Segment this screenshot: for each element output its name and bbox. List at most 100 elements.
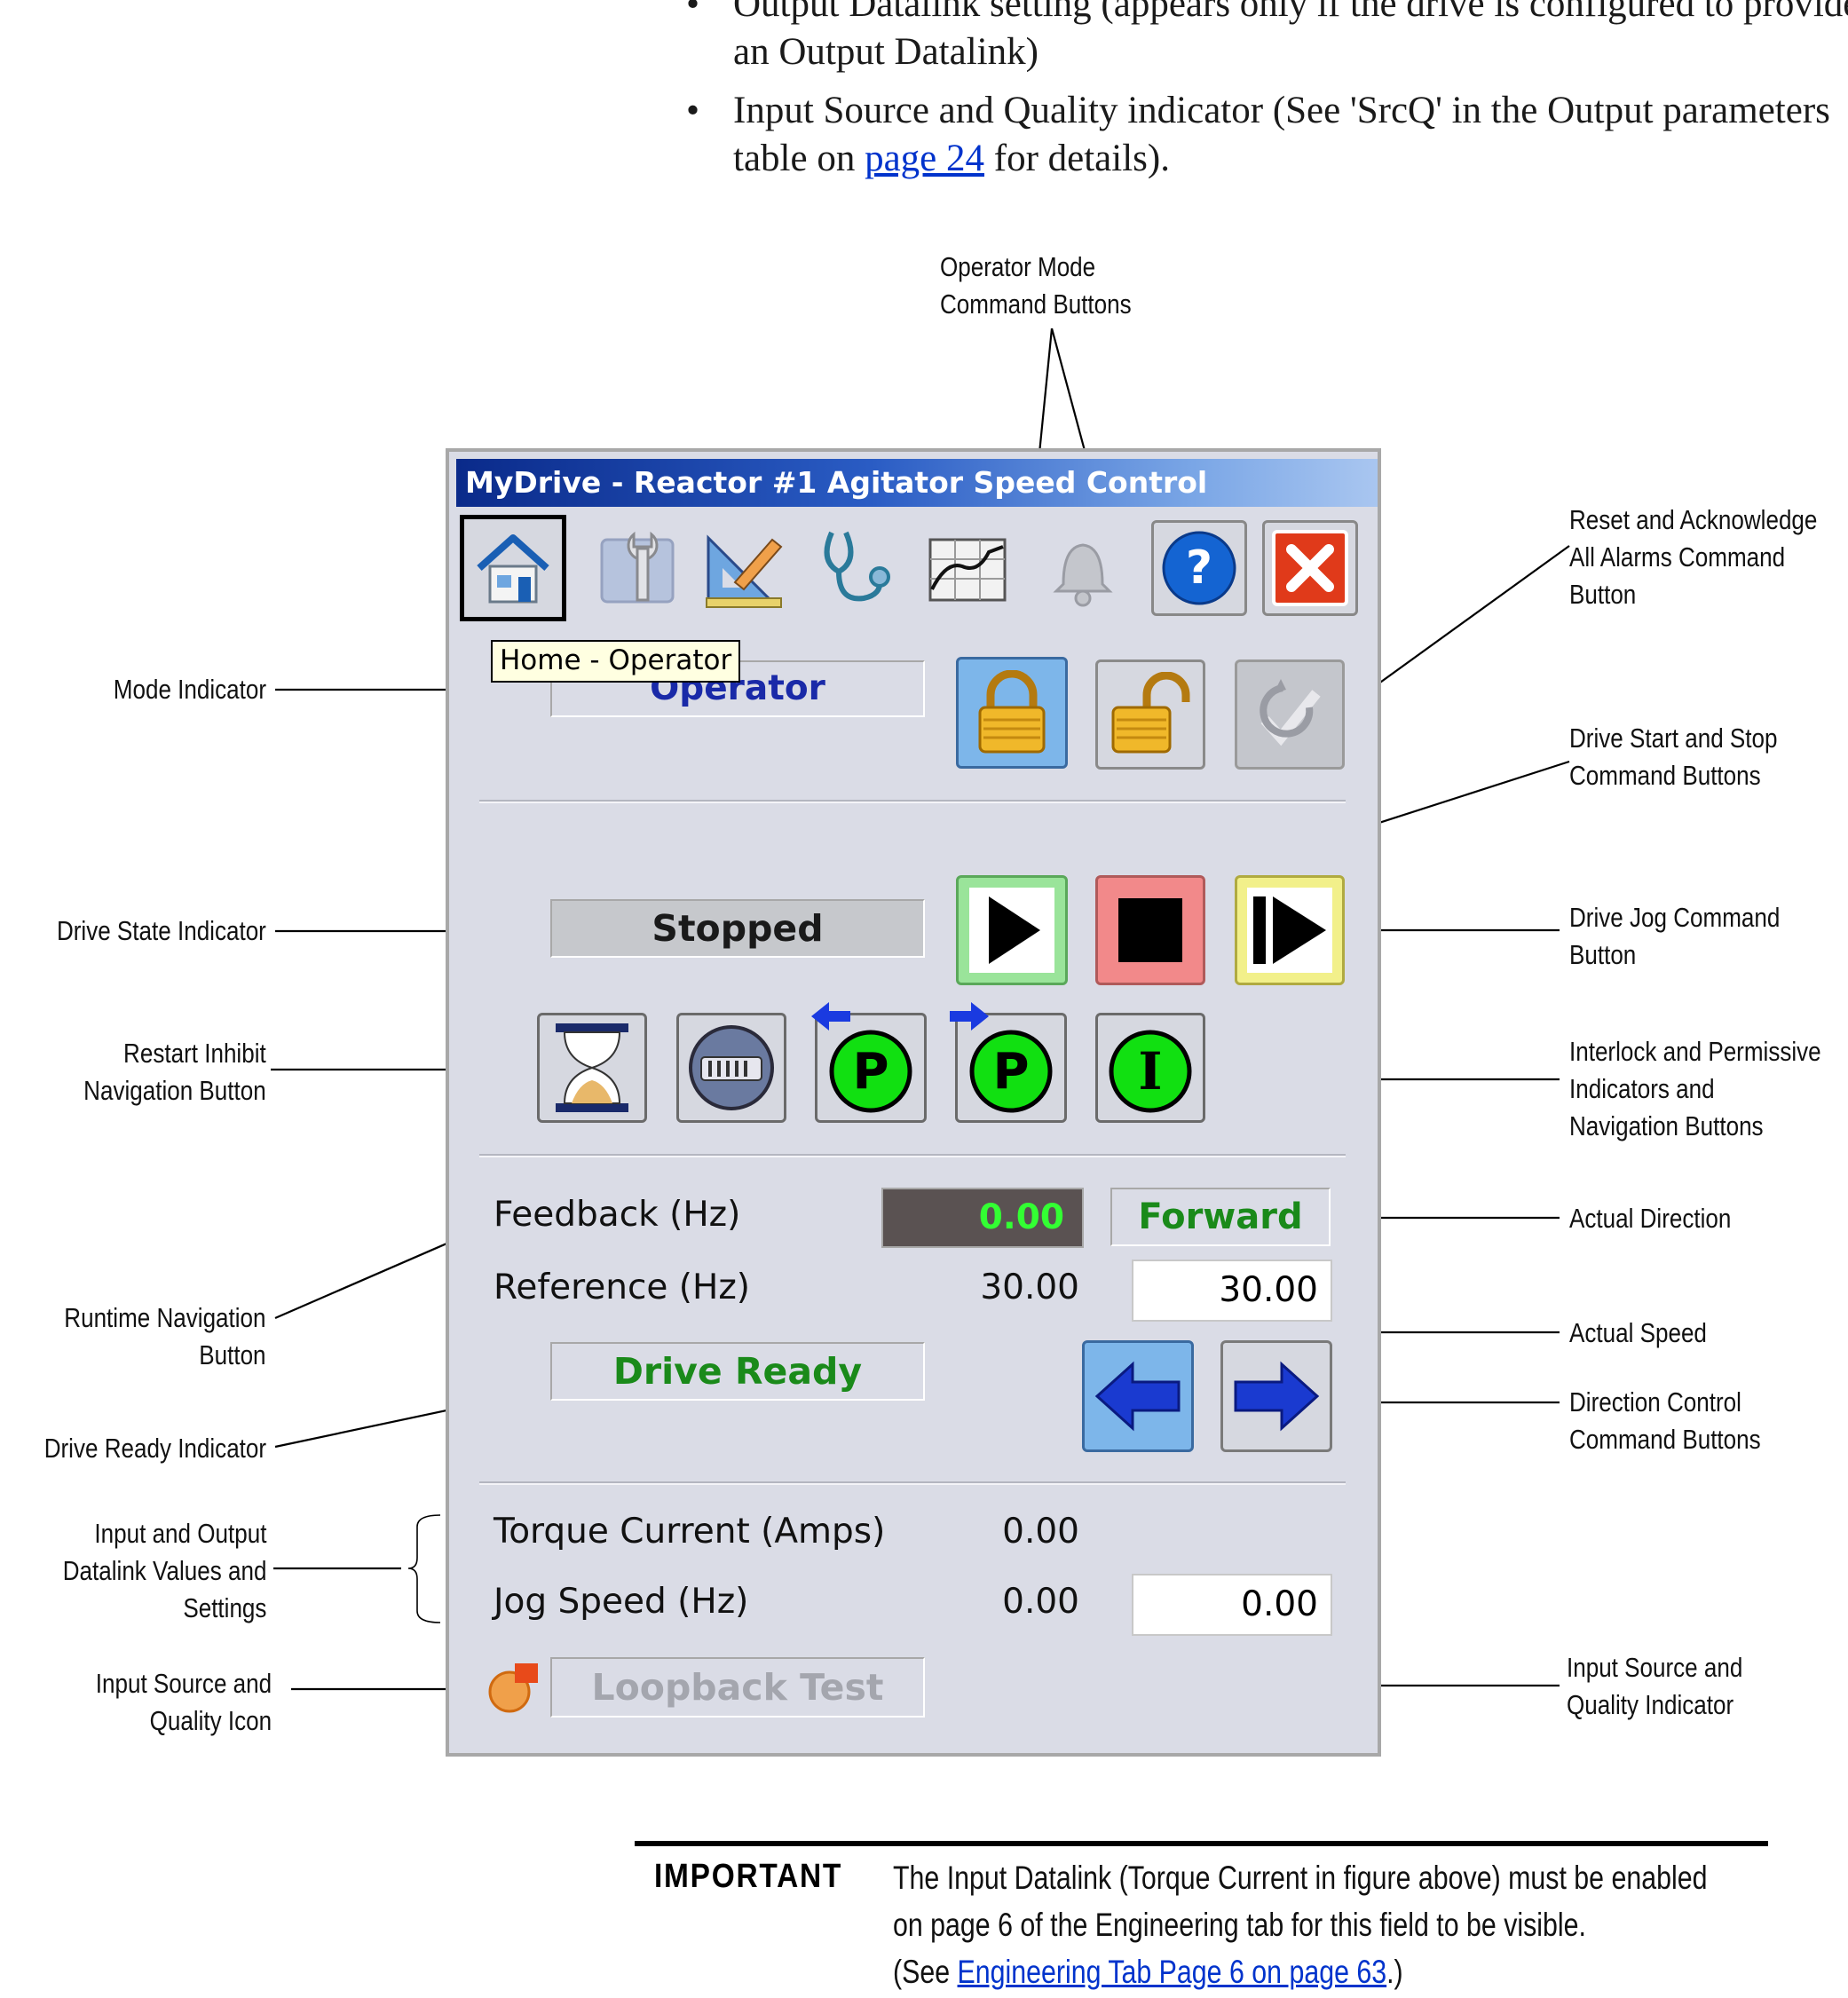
engineering-icon	[706, 534, 783, 608]
tab-help[interactable]: ?	[1146, 515, 1252, 621]
arrow-left-icon	[1094, 1361, 1181, 1432]
svg-text:?: ?	[1186, 541, 1212, 595]
trends-icon	[928, 538, 1007, 602]
maintenance-icon	[600, 531, 675, 604]
operator-unlock-button[interactable]	[1095, 659, 1205, 770]
permissive-forward-button[interactable]: P	[955, 1013, 1067, 1123]
alarms-icon	[1053, 543, 1113, 607]
callout-drive-state: Drive State Indicator	[57, 915, 266, 946]
stop-icon	[1118, 898, 1182, 962]
direction-indicator: Forward	[1110, 1188, 1331, 1246]
bullet-dot: •	[686, 0, 700, 25]
direction-forward-button[interactable]	[1220, 1340, 1332, 1452]
callout-actual-speed: Actual Speed	[1569, 1317, 1707, 1348]
callout-mode-indicator: Mode Indicator	[113, 674, 266, 705]
bullet-item: • Input Source and Quality indicator (Se…	[686, 87, 1840, 183]
faceplate-title: MyDrive - Reactor #1 Agitator Speed Cont…	[456, 459, 1378, 507]
tab-trends[interactable]	[914, 515, 1021, 621]
tab-maintenance[interactable]	[584, 515, 691, 621]
permissive-reverse-button[interactable]: P	[815, 1013, 927, 1123]
bullet-text-cont: an Output Datalink)	[733, 31, 1039, 73]
home-tooltip: Home - Operator	[491, 640, 741, 683]
arrow-right-icon	[1234, 1361, 1320, 1432]
tab-engineering[interactable]	[691, 515, 797, 621]
important-body: The Input Datalink (Torque Current in fi…	[893, 1854, 1766, 1995]
feedback-label: Feedback (Hz)	[494, 1195, 741, 1235]
tab-alarms[interactable]	[1030, 515, 1136, 621]
runtime-icon	[689, 1025, 774, 1110]
drive-stop-button[interactable]	[1095, 875, 1205, 985]
home-icon	[477, 534, 549, 604]
reference-value: 30.00	[980, 1268, 1079, 1307]
arrow-right-small-icon	[950, 1002, 989, 1031]
runtime-nav-button[interactable]	[676, 1013, 786, 1123]
callout-actual-direction: Actual Direction	[1569, 1203, 1732, 1234]
engineering-tab-link[interactable]: Engineering Tab Page 6 on page 63	[957, 1954, 1387, 1990]
jog-speed-value: 0.00	[1002, 1582, 1079, 1622]
close-icon	[1272, 530, 1348, 606]
tab-close[interactable]	[1257, 515, 1363, 621]
tab-diagnostics[interactable]	[803, 515, 910, 621]
unlock-icon	[1111, 672, 1190, 754]
diagnostics-icon	[824, 531, 890, 602]
permissive-icon: P	[829, 1030, 912, 1113]
important-line: The Input Datalink (Torque Current in fi…	[893, 1860, 1708, 1896]
bullet-text: Output Datalink setting (appears only if…	[733, 0, 1848, 25]
operator-lock-button[interactable]	[956, 657, 1068, 769]
important-rule	[635, 1841, 1768, 1846]
reference-entry[interactable]: 30.00	[1132, 1260, 1332, 1322]
tab-home[interactable]	[460, 515, 566, 621]
torque-current-value: 0.00	[1002, 1512, 1079, 1552]
reference-label: Reference (Hz)	[494, 1268, 751, 1307]
arrow-left-small-icon	[811, 1002, 850, 1031]
drive-jog-button[interactable]	[1235, 875, 1345, 985]
jog-icon	[1253, 896, 1326, 964]
important-line: (See Engineering Tab Page 6 on page 63.)	[893, 1954, 1403, 1990]
bullet-item: • Output Datalink setting (appears only …	[686, 0, 1848, 76]
important-line: on page 6 of the Engineering tab for thi…	[893, 1907, 1586, 1943]
divider	[479, 1154, 1346, 1157]
bullet-text: Input Source and Quality indicator (See …	[733, 90, 1830, 131]
hourglass-icon	[556, 1023, 628, 1112]
bullet-dot: •	[686, 90, 700, 131]
divider	[479, 800, 1346, 803]
drive-state-indicator: Stopped	[550, 899, 925, 958]
divider	[479, 1481, 1346, 1485]
bullet-text-cont: table on page 24 for details).	[733, 138, 1170, 179]
reset-ack-alarms-button[interactable]	[1235, 659, 1345, 770]
interlock-button[interactable]: I	[1095, 1013, 1205, 1123]
jog-speed-label: Jog Speed (Hz)	[494, 1582, 749, 1622]
svg-text:I: I	[1138, 1041, 1162, 1102]
feedback-value: 0.00	[881, 1188, 1084, 1248]
important-heading: IMPORTANT	[654, 1858, 843, 1895]
drive-start-button[interactable]	[956, 875, 1068, 985]
jog-speed-entry[interactable]: 0.00	[1132, 1574, 1332, 1636]
source-quality-indicator: Loopback Test	[550, 1657, 925, 1718]
interlock-icon: I	[1109, 1030, 1192, 1113]
restart-inhibit-button[interactable]	[537, 1013, 647, 1123]
direction-reverse-button[interactable]	[1082, 1340, 1194, 1452]
play-icon	[989, 896, 1040, 964]
torque-current-label: Torque Current (Amps)	[494, 1512, 886, 1552]
bullet-list: • Output Datalink setting (appears only …	[686, 0, 1848, 193]
page-link[interactable]: page 24	[865, 138, 984, 179]
lock-icon	[978, 670, 1046, 754]
svg-text:P: P	[992, 1043, 1029, 1101]
callout-drive-ready: Drive Ready Indicator	[43, 1433, 266, 1464]
drive-ready-indicator: Drive Ready	[550, 1342, 925, 1401]
permissive-icon: P	[969, 1030, 1053, 1113]
svg-text:P: P	[852, 1043, 888, 1101]
help-icon: ?	[1162, 531, 1236, 605]
source-quality-icon	[488, 1663, 538, 1713]
